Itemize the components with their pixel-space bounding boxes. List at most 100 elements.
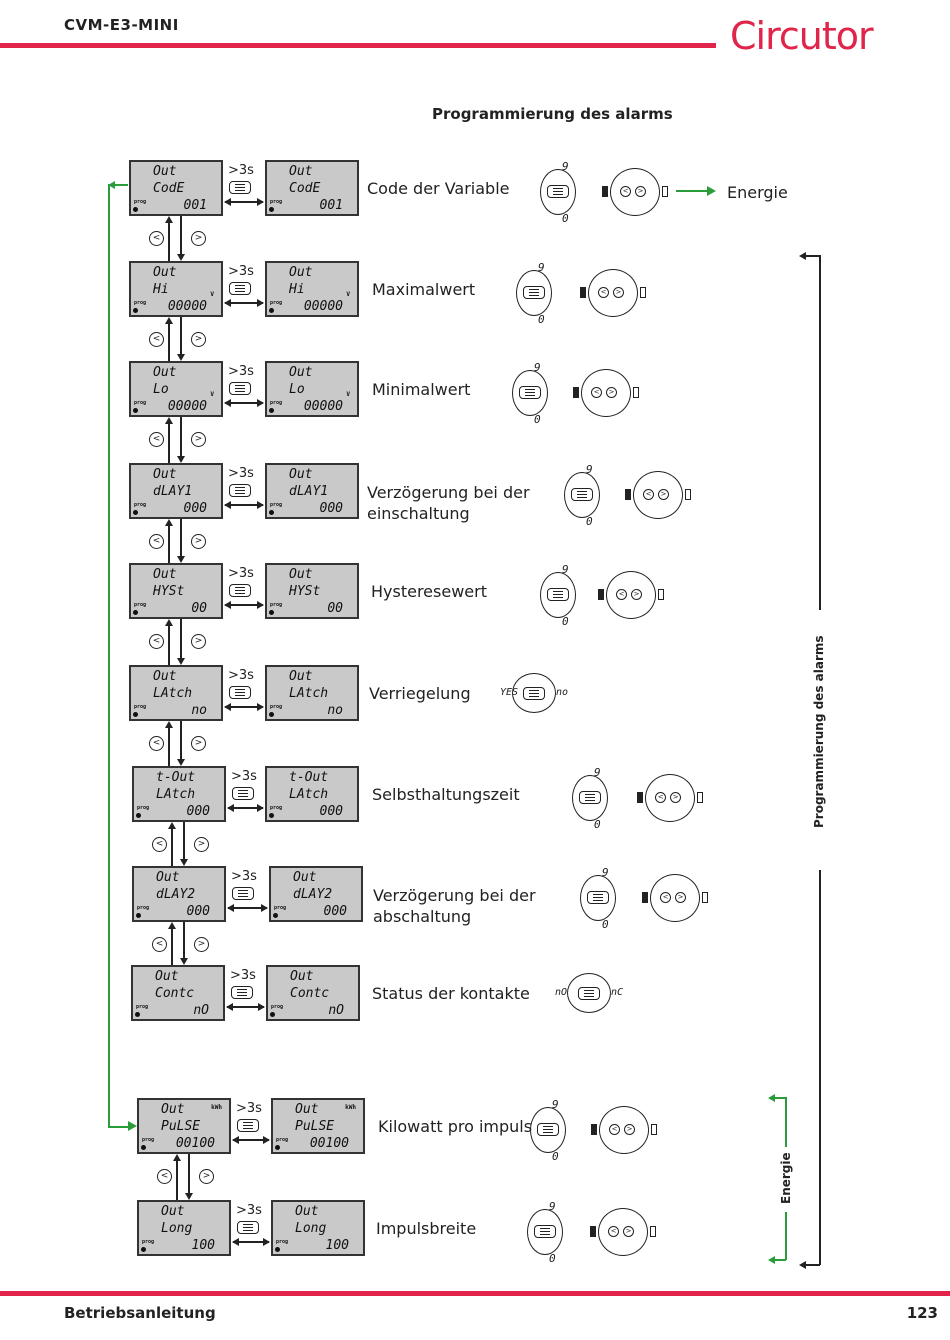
menu-button-icon[interactable] <box>229 584 251 597</box>
parameter-description: Maximalwert <box>372 279 475 300</box>
lcd-line-3: 00 <box>327 601 343 616</box>
arrow-down-icon <box>177 658 185 665</box>
hold-duration-label: >3s <box>228 364 254 379</box>
description-line: Hysteresewert <box>371 582 487 601</box>
parameter-description: Selbsthaltungszeit <box>372 784 520 805</box>
section-title: Programmierung des alarms <box>432 105 673 123</box>
prog-label: prog <box>276 1239 289 1245</box>
lcd-line-2: dLAY2 <box>156 887 196 902</box>
parameter-description: Code der Variable <box>367 178 510 199</box>
digit-select-icon: <> <box>602 168 668 216</box>
lcd-line-3: no <box>327 703 343 718</box>
previous-key-icon[interactable]: < <box>149 534 164 549</box>
next-key-icon[interactable]: > <box>194 837 209 852</box>
previous-key-icon[interactable]: < <box>149 432 164 447</box>
right-key-icon: > <box>613 287 624 298</box>
footer-rule <box>0 1291 950 1296</box>
lcd-line-2: dLAY2 <box>293 887 333 902</box>
previous-key-icon[interactable]: < <box>149 231 164 246</box>
previous-key-icon[interactable]: < <box>152 937 167 952</box>
previous-key-icon[interactable]: < <box>149 736 164 751</box>
digit-block-icon <box>650 1226 656 1237</box>
right-key-icon: > <box>623 1226 634 1237</box>
side-label-alarm: Programmierung des alarms <box>812 635 826 828</box>
lcd-line-2: CodE <box>153 181 185 196</box>
nav-line-down <box>188 1154 190 1196</box>
left-key-icon: < <box>608 1226 619 1237</box>
hold-duration-label: >3s <box>230 968 256 983</box>
lcd-line-2: dLAY1 <box>289 484 329 499</box>
previous-key-icon[interactable]: < <box>149 332 164 347</box>
menu-button-icon[interactable] <box>232 787 254 800</box>
arrow-right-icon <box>263 1238 270 1246</box>
digit-0-label: 0 <box>552 1150 559 1163</box>
next-key-icon[interactable]: > <box>191 231 206 246</box>
next-key-icon[interactable]: > <box>194 937 209 952</box>
arrow-left-icon <box>224 601 231 609</box>
option-left-label: YES <box>500 687 519 698</box>
cycle-ring-icon <box>581 369 631 417</box>
transition-arrow <box>225 402 263 404</box>
next-key-icon[interactable]: > <box>191 736 206 751</box>
lcd-line-1: Out <box>289 365 313 380</box>
energie-link[interactable]: Energie <box>727 183 788 202</box>
arrow-down-icon <box>177 254 185 261</box>
arrow-right-icon <box>257 399 264 407</box>
menu-button-icon[interactable] <box>229 181 251 194</box>
menu-button-icon[interactable] <box>229 484 251 497</box>
arrow-up-icon <box>165 417 173 424</box>
prog-label: prog <box>134 502 147 508</box>
green-bracket-line <box>785 1097 787 1147</box>
menu-button-icon[interactable] <box>229 686 251 699</box>
next-key-icon[interactable]: > <box>191 634 206 649</box>
lcd-line-3: 00000 <box>167 299 207 314</box>
lcd-line-3: 000 <box>323 904 347 919</box>
nav-line-down <box>180 721 182 762</box>
digit-select-icon: <> <box>590 1208 656 1256</box>
hold-duration-label: >3s <box>231 769 257 784</box>
bracket-line <box>804 1264 820 1266</box>
green-bracket-line <box>785 1212 787 1260</box>
transition-arrow <box>227 1006 264 1008</box>
menu-button-icon[interactable] <box>229 282 251 295</box>
next-key-icon[interactable]: > <box>191 432 206 447</box>
bracket-line <box>819 255 821 610</box>
previous-key-icon[interactable]: < <box>152 837 167 852</box>
lcd-line-1: t-Out <box>289 770 329 785</box>
previous-key-icon[interactable]: < <box>149 634 164 649</box>
next-key-icon[interactable]: > <box>199 1169 214 1184</box>
previous-key-icon[interactable]: < <box>157 1169 172 1184</box>
arrow-up-icon <box>165 519 173 526</box>
prog-dot-icon <box>133 610 138 615</box>
arrow-right-icon <box>257 299 264 307</box>
lcd-line-2: LAtch <box>289 787 329 802</box>
arrow-left-icon <box>227 904 234 912</box>
next-key-icon[interactable]: > <box>191 534 206 549</box>
prog-label: prog <box>134 400 147 406</box>
digit-block-icon <box>640 287 646 298</box>
prog-label: prog <box>142 1239 155 1245</box>
lcd-line-2: LAtch <box>289 686 329 701</box>
arrow-right-icon <box>263 1136 270 1144</box>
next-key-icon[interactable]: > <box>191 332 206 347</box>
menu-button-icon[interactable] <box>229 382 251 395</box>
lcd-unit: V <box>210 391 214 398</box>
lcd-line-3: 001 <box>319 198 343 213</box>
lcd-unit: kWh <box>345 1104 356 1111</box>
description-line: Minimalwert <box>372 380 471 399</box>
prog-label: prog <box>137 905 150 911</box>
menu-button-icon[interactable] <box>237 1119 259 1132</box>
arrow-down-icon <box>180 859 188 866</box>
transition-arrow <box>225 604 263 606</box>
digit-0-label: 0 <box>602 918 609 931</box>
footer-left: Betriebsanleitung <box>64 1304 216 1322</box>
menu-button-icon[interactable] <box>232 887 254 900</box>
menu-button-icon[interactable] <box>237 1221 259 1234</box>
transition-arrow <box>233 1139 269 1141</box>
menu-button-icon[interactable] <box>231 986 253 999</box>
